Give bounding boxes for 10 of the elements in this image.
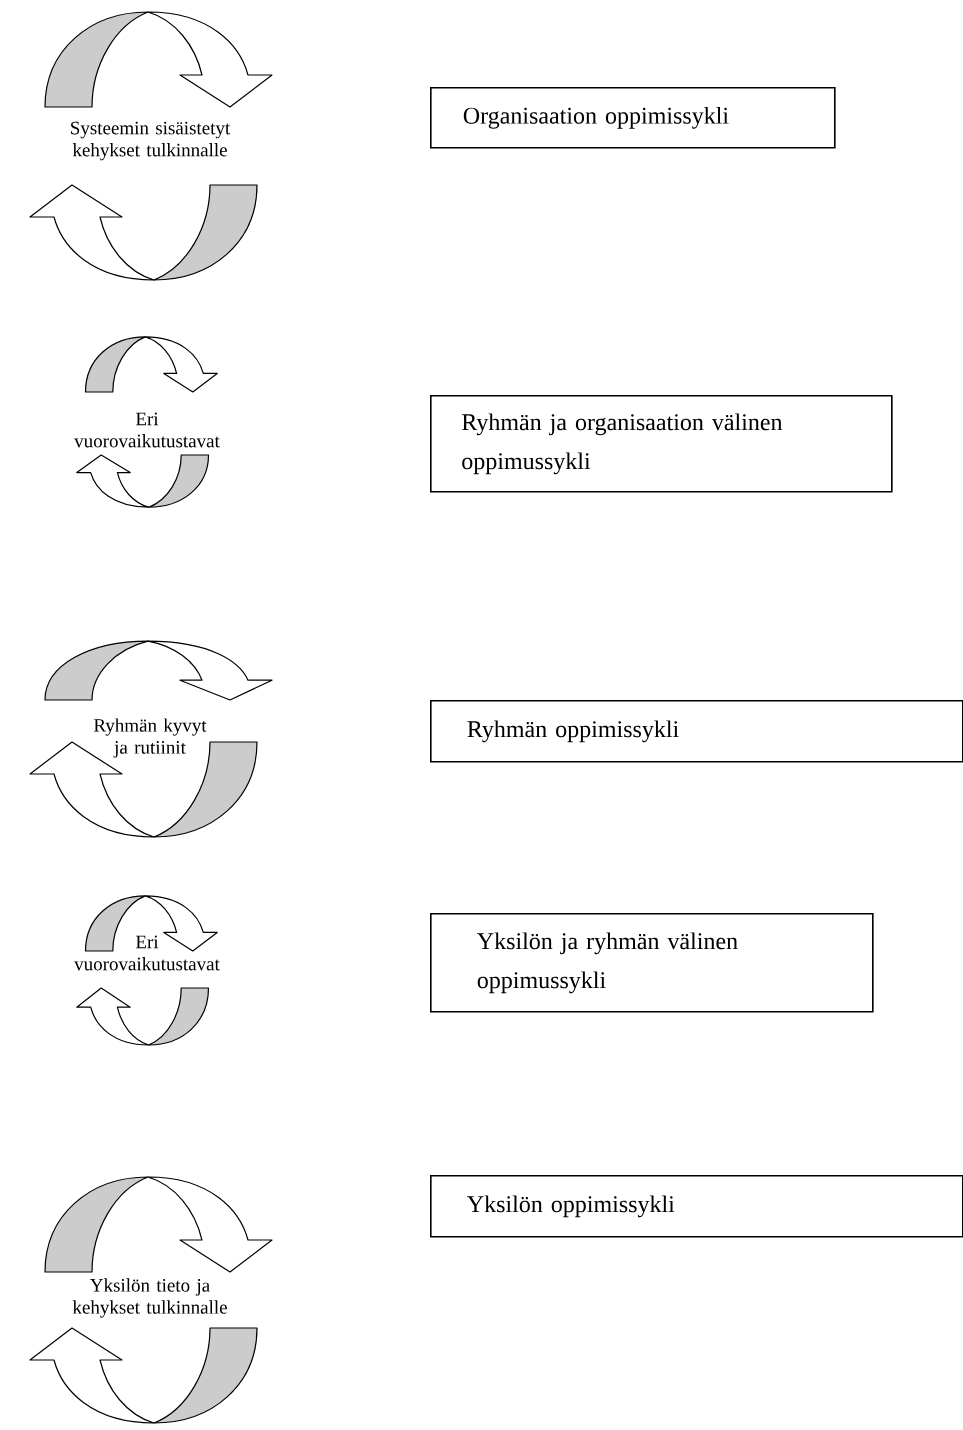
text-box: Organisaation oppimissykli bbox=[430, 87, 836, 149]
cycle-label: Ryhmän kyvyt ja rutiinit bbox=[93, 718, 207, 758]
text-box: Ryhmän oppimissykli bbox=[430, 700, 963, 763]
text-box: Yksilön ja ryhmän välinen oppimussykli bbox=[430, 913, 874, 1013]
cycle-label: Yksilön tieto ja kehykset tulkinnalle bbox=[72, 1278, 227, 1318]
cycle-label: Eri vuorovaikutustavat bbox=[74, 412, 220, 448]
cycle-label: Eri vuorovaikutustavat bbox=[74, 935, 220, 971]
text-box: Ryhmän ja organisaation välinen oppimussykli bbox=[430, 395, 893, 493]
cycle-label: Systeemin sisäistetyt kehykset tulkinnalle bbox=[71, 121, 231, 161]
text-box: Yksilön oppimissykli bbox=[430, 1175, 963, 1238]
